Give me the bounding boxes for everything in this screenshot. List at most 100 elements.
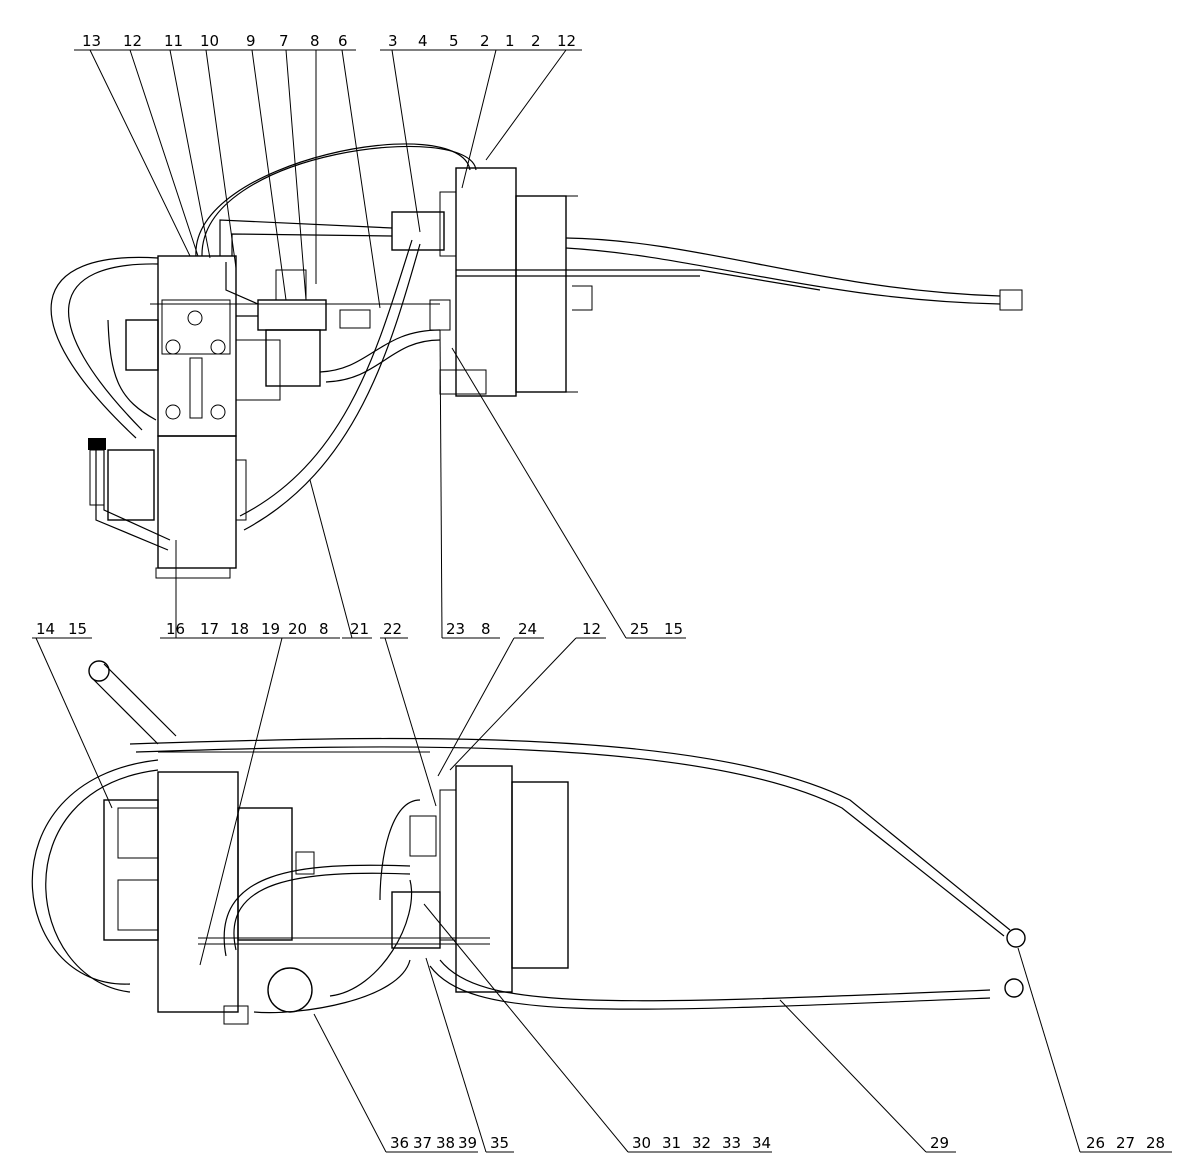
brackets [565, 232, 593, 364]
label-12c: 12 [557, 32, 576, 50]
label-24: 24 [518, 620, 537, 638]
foot [439, 369, 487, 395]
bolt-head [165, 404, 181, 420]
label-2: 2 [480, 32, 490, 50]
pipe-long [456, 269, 821, 291]
hose-coupling-2 [231, 233, 393, 256]
fitting [339, 309, 371, 329]
hose-end-eye [1006, 928, 1026, 948]
hose-lower [253, 959, 411, 1014]
pump-base [155, 567, 231, 579]
label-31: 31 [662, 1134, 681, 1152]
top-view [50, 143, 1023, 579]
hose-left [107, 319, 157, 421]
hose-gauge [329, 879, 412, 997]
label-9: 9 [246, 32, 256, 50]
label-38: 38 [436, 1134, 455, 1152]
hose-29 [439, 959, 991, 1002]
hose-inner [233, 872, 411, 951]
pipe-filler [103, 450, 171, 541]
label-11: 11 [164, 32, 183, 50]
hose-left-loop-2 [45, 769, 159, 993]
motor-body [515, 195, 567, 393]
motor-flange [455, 765, 513, 993]
hose-return [319, 329, 441, 373]
label-23: 23 [446, 620, 465, 638]
hose-left-loop [50, 256, 159, 439]
pipe-filler-2 [95, 450, 169, 551]
label-39: 39 [458, 1134, 477, 1152]
flange [295, 851, 315, 875]
label-4: 4 [418, 32, 428, 50]
valve [275, 269, 307, 301]
side-tank [107, 449, 155, 521]
hose-long [565, 237, 1001, 297]
hose-end-eye [1004, 978, 1024, 998]
hose-26 [129, 737, 1011, 931]
motor-body [511, 781, 569, 969]
hose-21b [243, 243, 421, 531]
label-30: 30 [632, 1134, 651, 1152]
label-8c: 8 [481, 620, 491, 638]
adapter [439, 789, 457, 941]
bolt-head [210, 404, 226, 420]
motor-flange-housing [455, 167, 517, 397]
label-21: 21 [350, 620, 369, 638]
cover-plate [161, 299, 231, 355]
label-36: 36 [390, 1134, 409, 1152]
elbow [223, 1005, 249, 1025]
handle-knob [88, 660, 110, 682]
label-group-bottom: 36 37 38 39 35 30 31 32 33 34 29 26 27 2… [313, 903, 1172, 1153]
bolt-head [210, 339, 226, 355]
label-37: 37 [413, 1134, 432, 1152]
label-26: 26 [1086, 1134, 1105, 1152]
label-1: 1 [505, 32, 515, 50]
label-6: 6 [338, 32, 348, 50]
side-port-block [125, 319, 159, 371]
label-15b: 15 [664, 620, 683, 638]
hose-inner-2 [223, 864, 411, 957]
label-14: 14 [36, 620, 55, 638]
bottom-view [31, 660, 1026, 1025]
label-10: 10 [200, 32, 219, 50]
hose-filter [225, 262, 259, 305]
label-34: 34 [752, 1134, 771, 1152]
hose-end-fitting [999, 289, 1023, 311]
label-19: 19 [261, 620, 280, 638]
bracket [235, 339, 281, 401]
lower-pump-body [157, 435, 237, 569]
filter-body [265, 329, 321, 387]
side-plate [235, 459, 247, 521]
label-2b: 2 [531, 32, 541, 50]
hose-29b [429, 965, 991, 1010]
hose-coupling [219, 219, 393, 256]
valve-stack [103, 799, 159, 941]
hose-upper [379, 799, 421, 901]
label-25: 25 [630, 620, 649, 638]
slot [189, 357, 203, 419]
label-17: 17 [200, 620, 219, 638]
cap [88, 438, 106, 450]
hose-top-arc-2 [201, 145, 477, 257]
label-29: 29 [930, 1134, 949, 1152]
label-3: 3 [388, 32, 398, 50]
hose-left-loop [31, 759, 159, 985]
pressure-gauge [267, 967, 313, 1013]
flange [439, 191, 457, 257]
label-27: 27 [1116, 1134, 1135, 1152]
main-block-side [157, 771, 239, 1013]
label-group-mid: 16 17 18 19 20 8 21 22 23 8 24 12 25 15 … [32, 329, 686, 966]
label-18: 18 [230, 620, 249, 638]
label-group-top-right: 3 4 5 2 1 2 12 [380, 32, 582, 233]
label-12d: 12 [582, 620, 601, 638]
label-35: 35 [490, 1134, 509, 1152]
filler-neck [89, 449, 105, 506]
label-7: 7 [279, 32, 289, 50]
hose-return-2 [325, 339, 441, 383]
label-group-top-left: 13 12 11 10 9 7 8 6 [74, 32, 381, 309]
bolt-head [187, 310, 203, 326]
label-15: 15 [68, 620, 87, 638]
label-12: 12 [123, 32, 142, 50]
label-8: 8 [310, 32, 320, 50]
